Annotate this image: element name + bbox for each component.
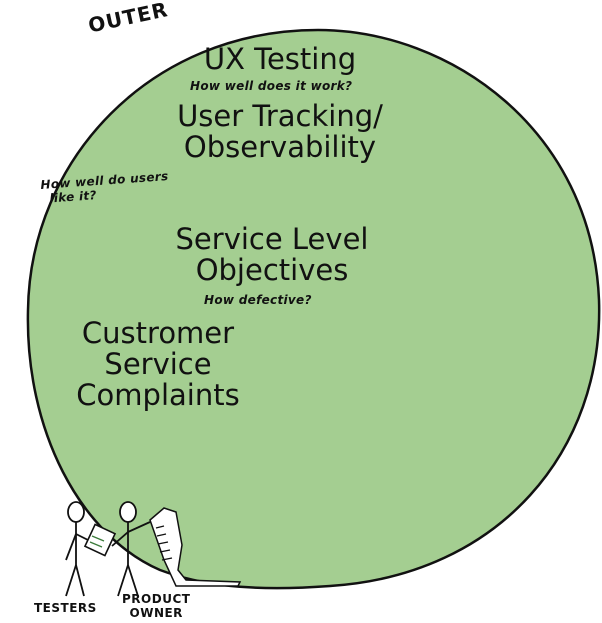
complaints-line2: Service [104, 347, 212, 381]
scroll-lines-icon [155, 525, 173, 561]
product-owner-line2: OWNER [129, 606, 183, 620]
slo-label: Service Level Objectives [142, 224, 402, 286]
product-owner-line1: PRODUCT [122, 592, 191, 606]
complaints-label: Custromer Service Complaints [58, 318, 258, 411]
tracking-line1: User Tracking/ [177, 99, 383, 133]
ux-question-label: How well does it work? [190, 79, 353, 93]
complaints-line1: Custromer [81, 316, 235, 350]
clipboard-icon [83, 523, 117, 557]
slo-line1: Service Level [175, 222, 369, 256]
outer-circle [26, 28, 601, 590]
ux-testing-label: UX Testing [203, 42, 357, 76]
slo-line2: Objectives [195, 253, 349, 287]
scroll-icon [149, 507, 242, 587]
testers-label: TESTERS [34, 601, 97, 615]
user-tracking-label: User Tracking/ Observability [150, 101, 410, 163]
product-owner-label: PRODUCT OWNER [122, 592, 190, 620]
slo-question-label: How defective? [204, 293, 312, 307]
complaints-line3: Complaints [76, 378, 240, 412]
product-owner-figure-icon [111, 501, 151, 597]
tracking-line2: Observability [183, 130, 377, 164]
